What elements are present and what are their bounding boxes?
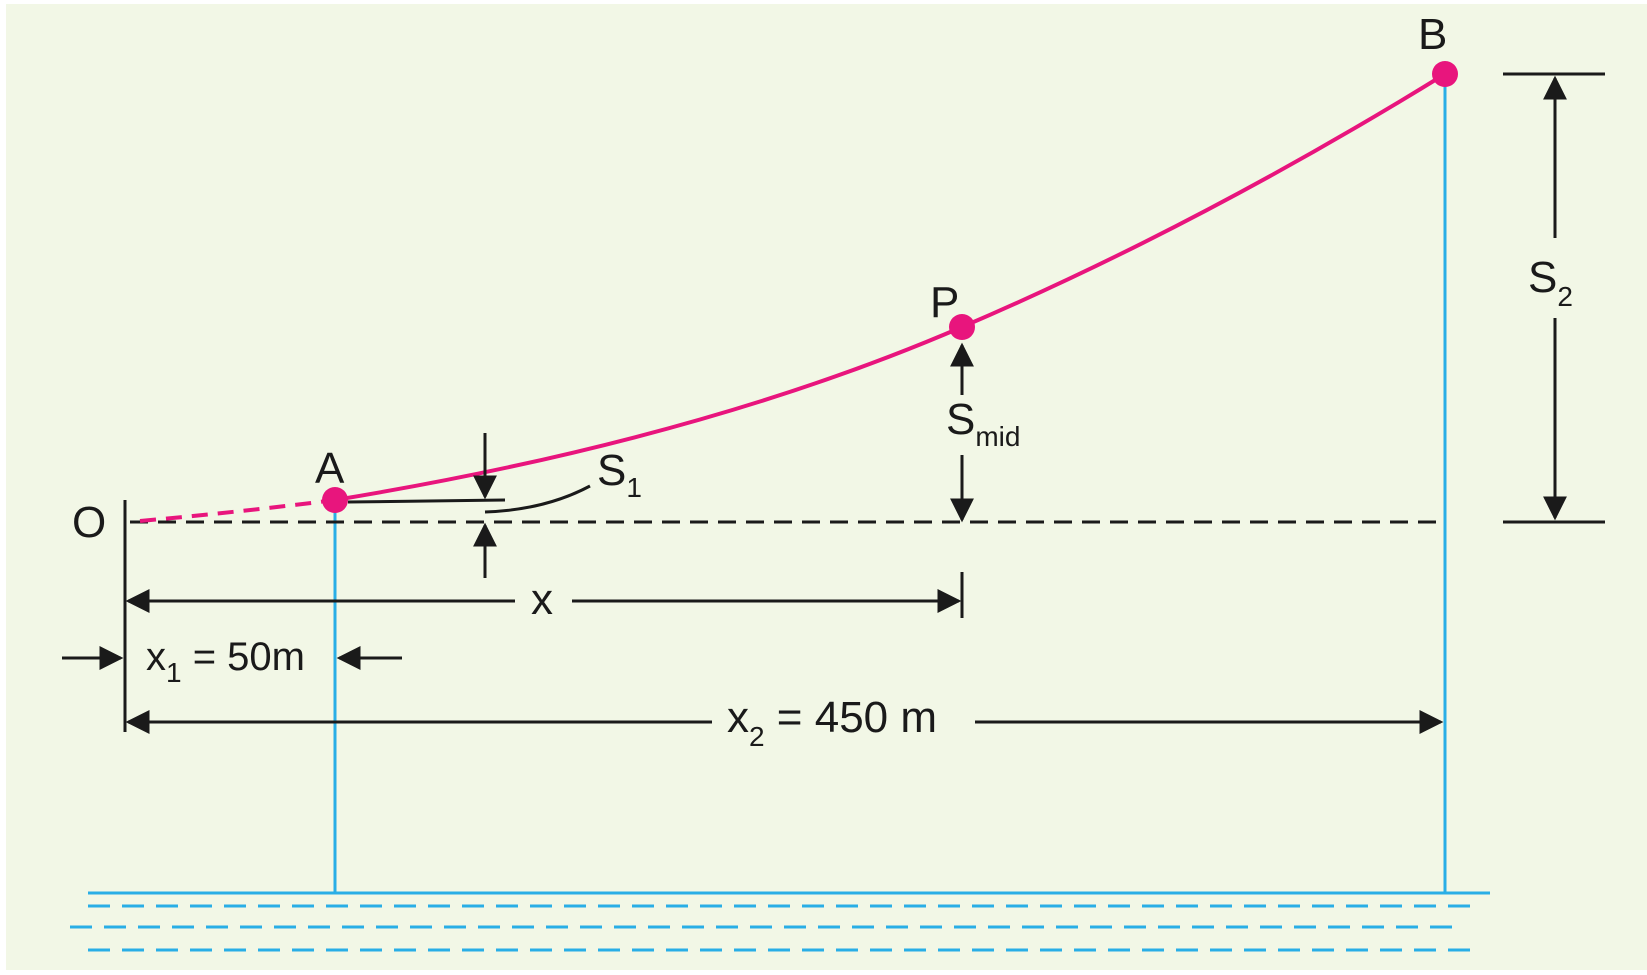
label-b: B [1418,10,1447,59]
label-x1: x1 = 50m [146,635,305,688]
label-s1-main: S [597,446,626,495]
label-smid: Smid [946,395,1020,452]
label-x1-sub: 1 [166,657,182,688]
label-s1-sub: 1 [626,472,642,503]
label-x1-main: x [146,635,166,679]
s1-level-line [347,498,506,504]
label-s2: S2 [1528,253,1573,312]
label-x2-sub: 2 [749,721,765,752]
label-a: A [315,444,345,493]
s1-leader [484,484,591,514]
label-x2: x2 = 450 m [727,693,937,752]
label-x1-rest: = 50m [182,635,305,679]
label-smid-sub: mid [975,421,1020,452]
point-p-marker [949,314,975,340]
label-s2-main: S [1528,253,1557,302]
label-o: O [72,498,106,547]
label-x2-main: x [727,693,749,742]
label-s2-sub: 2 [1557,281,1573,312]
label-s1: S1 [597,446,642,503]
point-b-marker [1432,61,1458,87]
point-a-marker [322,487,348,513]
label-smid-main: S [946,395,975,444]
diagram-background [6,4,1647,970]
label-p: P [930,278,959,327]
label-x: x [531,575,553,624]
label-x2-rest: = 450 m [765,693,937,742]
